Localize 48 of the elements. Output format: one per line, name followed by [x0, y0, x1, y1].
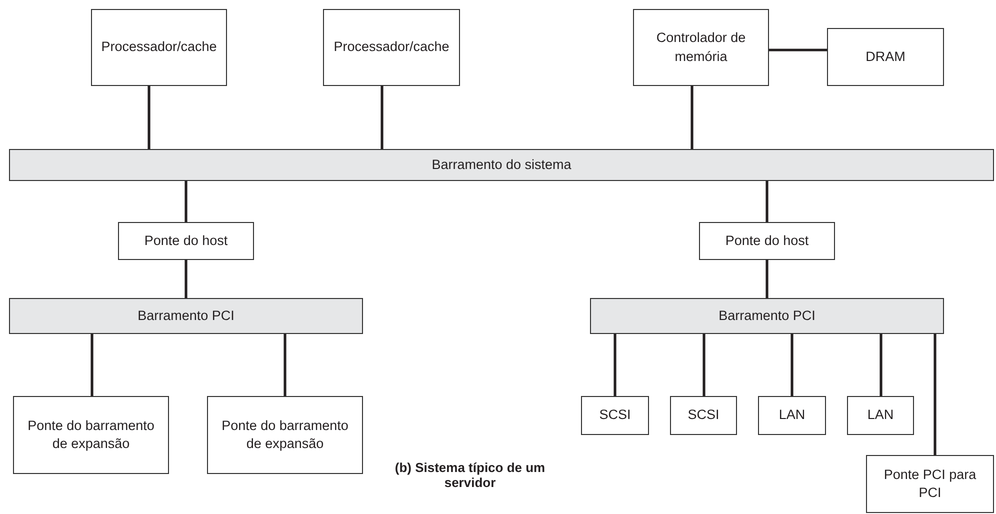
component-box	[207, 396, 363, 474]
component-box	[118, 222, 254, 260]
connector-line	[880, 334, 882, 396]
component-box	[633, 9, 769, 86]
node-label: Ponte do barramento de expansão	[220, 416, 350, 453]
node-label: Barramento PCI	[718, 306, 816, 325]
node-label: DRAM	[866, 48, 906, 66]
connector-line	[148, 86, 150, 149]
connector-line	[380, 86, 384, 149]
connector-line	[790, 334, 794, 396]
bus-bar	[590, 298, 944, 334]
connector-line	[766, 181, 768, 222]
component-box	[847, 396, 914, 435]
component-box	[866, 455, 994, 513]
connector-line	[184, 181, 188, 222]
component-box	[581, 396, 649, 435]
bus-bar	[9, 149, 994, 181]
component-box	[323, 9, 460, 86]
connector-line	[934, 334, 936, 455]
node-label: Processador/cache	[101, 38, 217, 56]
node-label: LAN	[867, 406, 894, 424]
connector-line	[184, 260, 188, 298]
component-box	[13, 396, 169, 474]
node-label: SCSI	[599, 406, 631, 424]
connector-line	[90, 334, 94, 396]
component-box	[670, 396, 737, 435]
component-box	[827, 28, 944, 86]
node-label: Barramento do sistema	[432, 156, 572, 174]
connector-line	[702, 334, 706, 396]
component-box	[699, 222, 835, 260]
node-label: Ponte PCI para PCI	[882, 466, 978, 502]
connector-line	[769, 48, 827, 52]
figure-caption: (b) Sistema típico de um servidor	[394, 460, 546, 490]
connector-line	[284, 334, 286, 396]
connector-line	[766, 260, 768, 298]
connector-line	[690, 86, 694, 149]
component-box	[758, 396, 826, 435]
connector-line	[614, 334, 616, 396]
node-label: Barramento PCI	[138, 306, 234, 325]
node-label: Processador/cache	[334, 38, 450, 56]
bus-bar	[9, 298, 363, 334]
node-label: Controlador de memória	[655, 29, 747, 66]
component-box	[91, 9, 227, 86]
node-label: Ponte do barramento de expansão	[26, 416, 156, 453]
node-label: LAN	[778, 406, 806, 424]
node-label: Ponte do host	[144, 232, 228, 250]
node-label: SCSI	[688, 406, 720, 424]
node-label: Ponte do host	[725, 232, 809, 250]
